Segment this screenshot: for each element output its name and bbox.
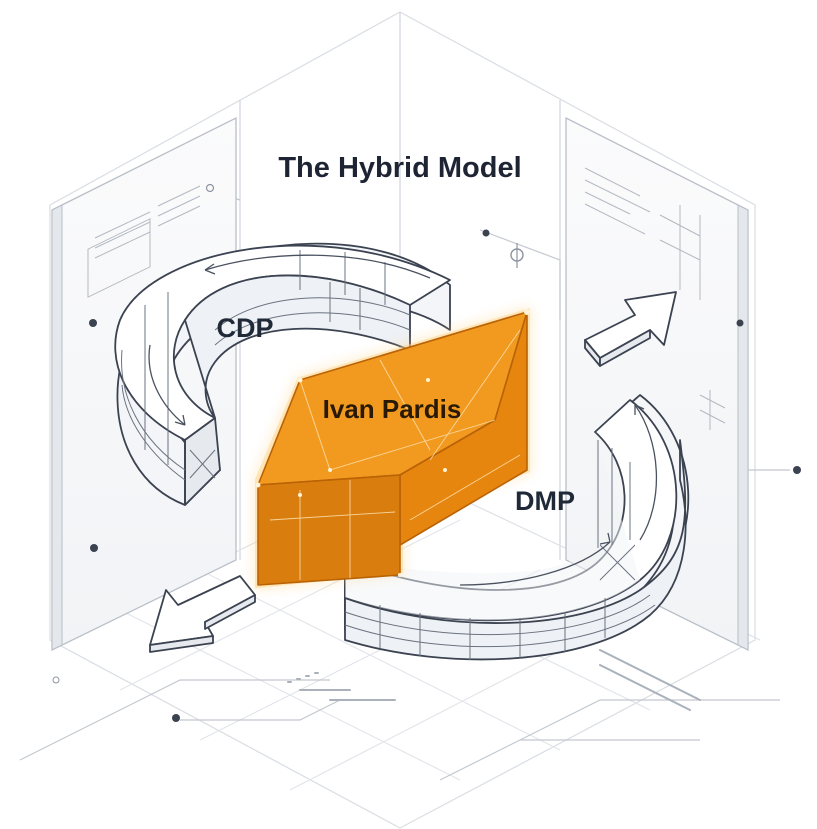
decor-dots <box>52 229 701 722</box>
dmp-ring <box>344 394 690 661</box>
node-dot <box>89 319 97 327</box>
arrow-up-right-icon <box>584 291 677 367</box>
cdp-label: CDP <box>216 313 273 343</box>
arrow-down-left-icon <box>149 575 256 653</box>
node-dot <box>90 544 98 552</box>
core-label: Ivan Pardis <box>323 394 462 424</box>
dmp-label: DMP <box>515 486 575 516</box>
cdp-ring <box>114 242 451 506</box>
diagram-title: The Hybrid Model <box>278 152 521 184</box>
core-block <box>255 307 530 589</box>
